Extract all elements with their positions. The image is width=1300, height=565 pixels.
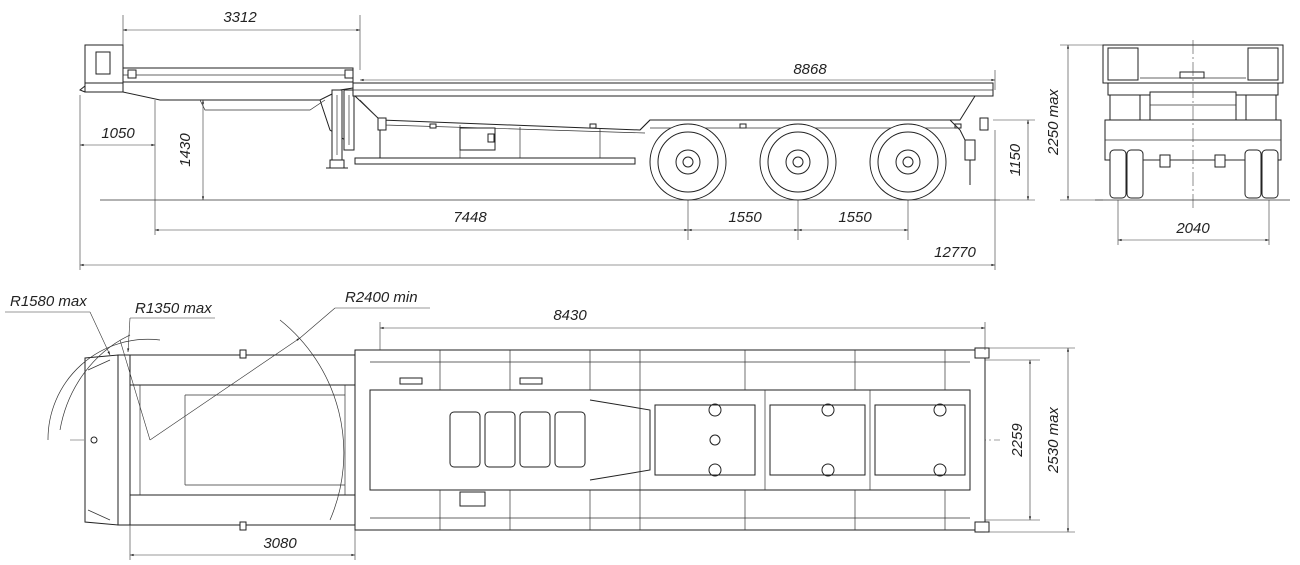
- dim-deck-length: 8868: [793, 61, 827, 78]
- dim-radius-min: R2400 min: [345, 289, 418, 306]
- side-view: 3312 8868 1050 1430 7448 1550 1550 12770: [79, 9, 1035, 270]
- dim-radius-inner: R1350 max: [135, 300, 212, 317]
- dim-overall-length: 12770: [934, 244, 976, 261]
- dim-track-width: 2040: [1175, 220, 1210, 237]
- dim-frame-length: 8430: [553, 307, 587, 324]
- dim-inner-width: 2259: [1009, 423, 1026, 458]
- dim-axle-spacing-2: 1550: [838, 209, 872, 226]
- top-front-box: [84, 354, 119, 526]
- dim-front-overhang: 1050: [101, 125, 135, 142]
- dim-gooseneck-length: 3080: [263, 535, 297, 552]
- top-view: R1580 max R1350 max R2400 min 8430 3080 …: [5, 289, 1075, 560]
- dim-deck-height: 1150: [1007, 143, 1024, 176]
- dim-kingpin-to-deck: 3312: [223, 9, 257, 26]
- dim-rear-height: 2250 max: [1045, 89, 1062, 156]
- dim-axle-spacing-1: 1550: [728, 209, 762, 226]
- dim-radius-outer: R1580 max: [10, 293, 87, 310]
- main-deck: [352, 82, 994, 97]
- dim-kingpin-to-axle: 7448: [453, 209, 487, 226]
- dim-overall-width: 2530 max: [1045, 407, 1062, 474]
- rear-view: 2250 max 2040: [1045, 40, 1290, 245]
- side-wheels: [649, 123, 947, 201]
- dim-fifth-wheel-height: 1430: [177, 133, 194, 167]
